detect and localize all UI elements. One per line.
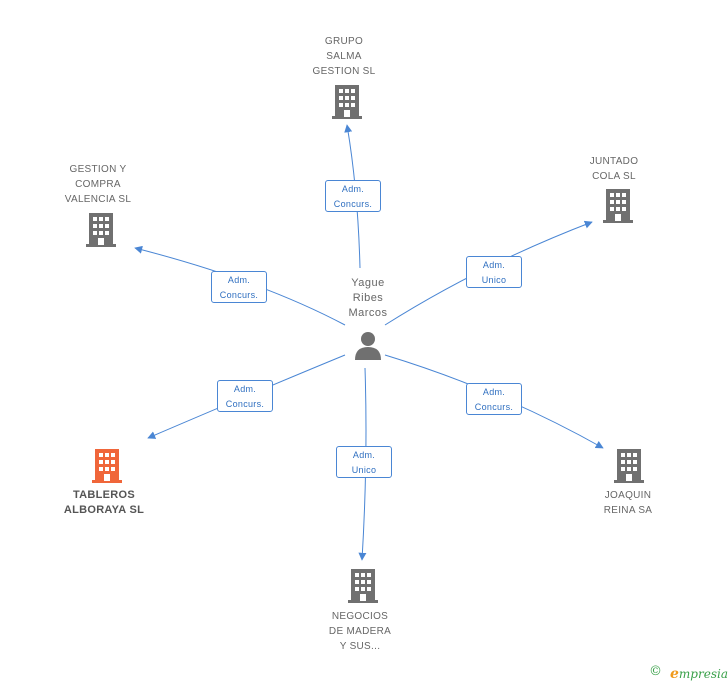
brand-name: mpresia <box>678 667 728 681</box>
relation-label-grupo: Adm. Concurs. <box>325 180 381 212</box>
relation-label-negocios: Adm. Unico <box>336 446 392 478</box>
person-icon[interactable] <box>355 332 381 360</box>
building-icon[interactable] <box>92 449 122 483</box>
building-icon[interactable] <box>348 569 378 603</box>
relation-label-juntado: Adm. Unico <box>466 256 522 288</box>
company-label-juntado[interactable]: JUNTADO COLA SL <box>589 156 639 182</box>
building-icon[interactable] <box>603 189 633 223</box>
person-name[interactable]: Yague Ribes Marcos <box>348 277 388 319</box>
building-icon[interactable] <box>614 449 644 483</box>
copyright-symbol: © <box>649 664 662 679</box>
relation-label-tableros: Adm. Concurs. <box>217 380 273 412</box>
relation-label-gestion: Adm. Concurs. <box>211 271 267 303</box>
empresia-logo[interactable]: empresia <box>670 666 728 682</box>
relation-label-joaquin: Adm. Concurs. <box>466 383 522 415</box>
company-label-negocios[interactable]: NEGOCIOS DE MADERA Y SUS... <box>328 611 392 652</box>
building-icon[interactable] <box>86 213 116 247</box>
company-label-grupo[interactable]: GRUPO SALMA GESTION SL <box>312 36 376 77</box>
company-label-joaquin[interactable]: JOAQUIN REINA SA <box>603 490 653 516</box>
company-label-gestion[interactable]: GESTION Y COMPRA VALENCIA SL <box>64 164 132 205</box>
building-icon[interactable] <box>332 85 362 119</box>
brand-initial: e <box>670 666 679 682</box>
company-label-tableros[interactable]: TABLEROS ALBORAYA SL <box>63 489 145 516</box>
